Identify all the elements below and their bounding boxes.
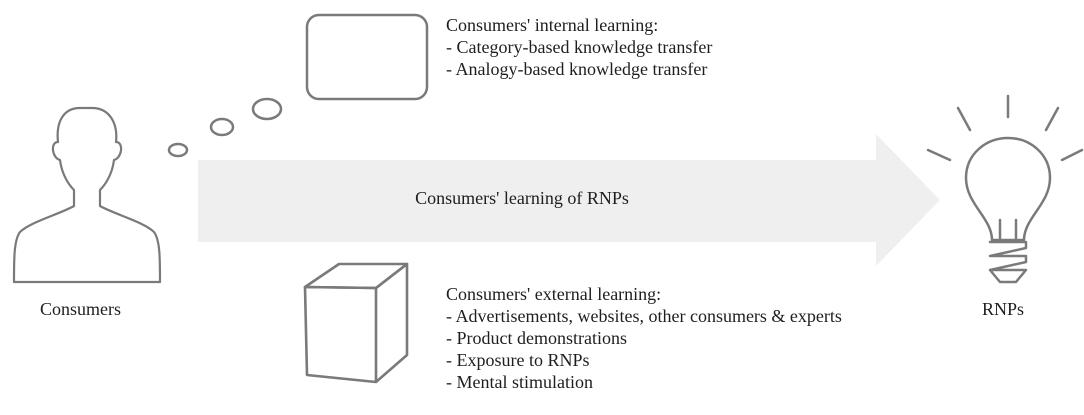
thought-dot-large [251,97,283,121]
internal-learning-title: Consumers' internal learning: [446,15,659,35]
arrow-label: Consumers' learning of RNPs [415,188,629,208]
light-ray [1044,106,1060,132]
external-learning-item: - Exposure to RNPs [446,350,590,370]
bulb-base [988,240,1028,284]
thought-dot-medium [209,117,235,137]
external-learning-title: Consumers' external learning: [446,284,662,304]
lightbulb-icon [926,94,1084,284]
thought-dot-small [167,142,189,158]
light-ray [1060,148,1084,162]
external-learning-item: - Product demonstrations [446,328,627,348]
external-learning-item: - Mental stimulation [446,372,593,392]
internal-learning-text: Consumers' internal learning: - Category… [446,14,712,80]
thought-bubble-box [305,13,429,101]
external-learning-item: - Advertisements, websites, other consum… [446,306,842,326]
internal-learning-item: - Analogy-based knowledge transfer [446,59,708,79]
bulb-filament [998,218,1018,242]
consumers-label: Consumers [40,299,121,319]
rnps-label: RNPs [982,299,1025,319]
external-learning-text: Consumers' external learning: - Advertis… [446,283,842,393]
person-silhouette-icon [12,106,162,284]
learning-arrow [198,134,940,266]
light-ray [956,106,972,132]
thought-bubble-icon [167,13,429,158]
light-ray [926,148,952,162]
bulb-glass [964,136,1052,242]
cube-icon [303,262,409,384]
internal-learning-item: - Category-based knowledge transfer [446,37,713,57]
